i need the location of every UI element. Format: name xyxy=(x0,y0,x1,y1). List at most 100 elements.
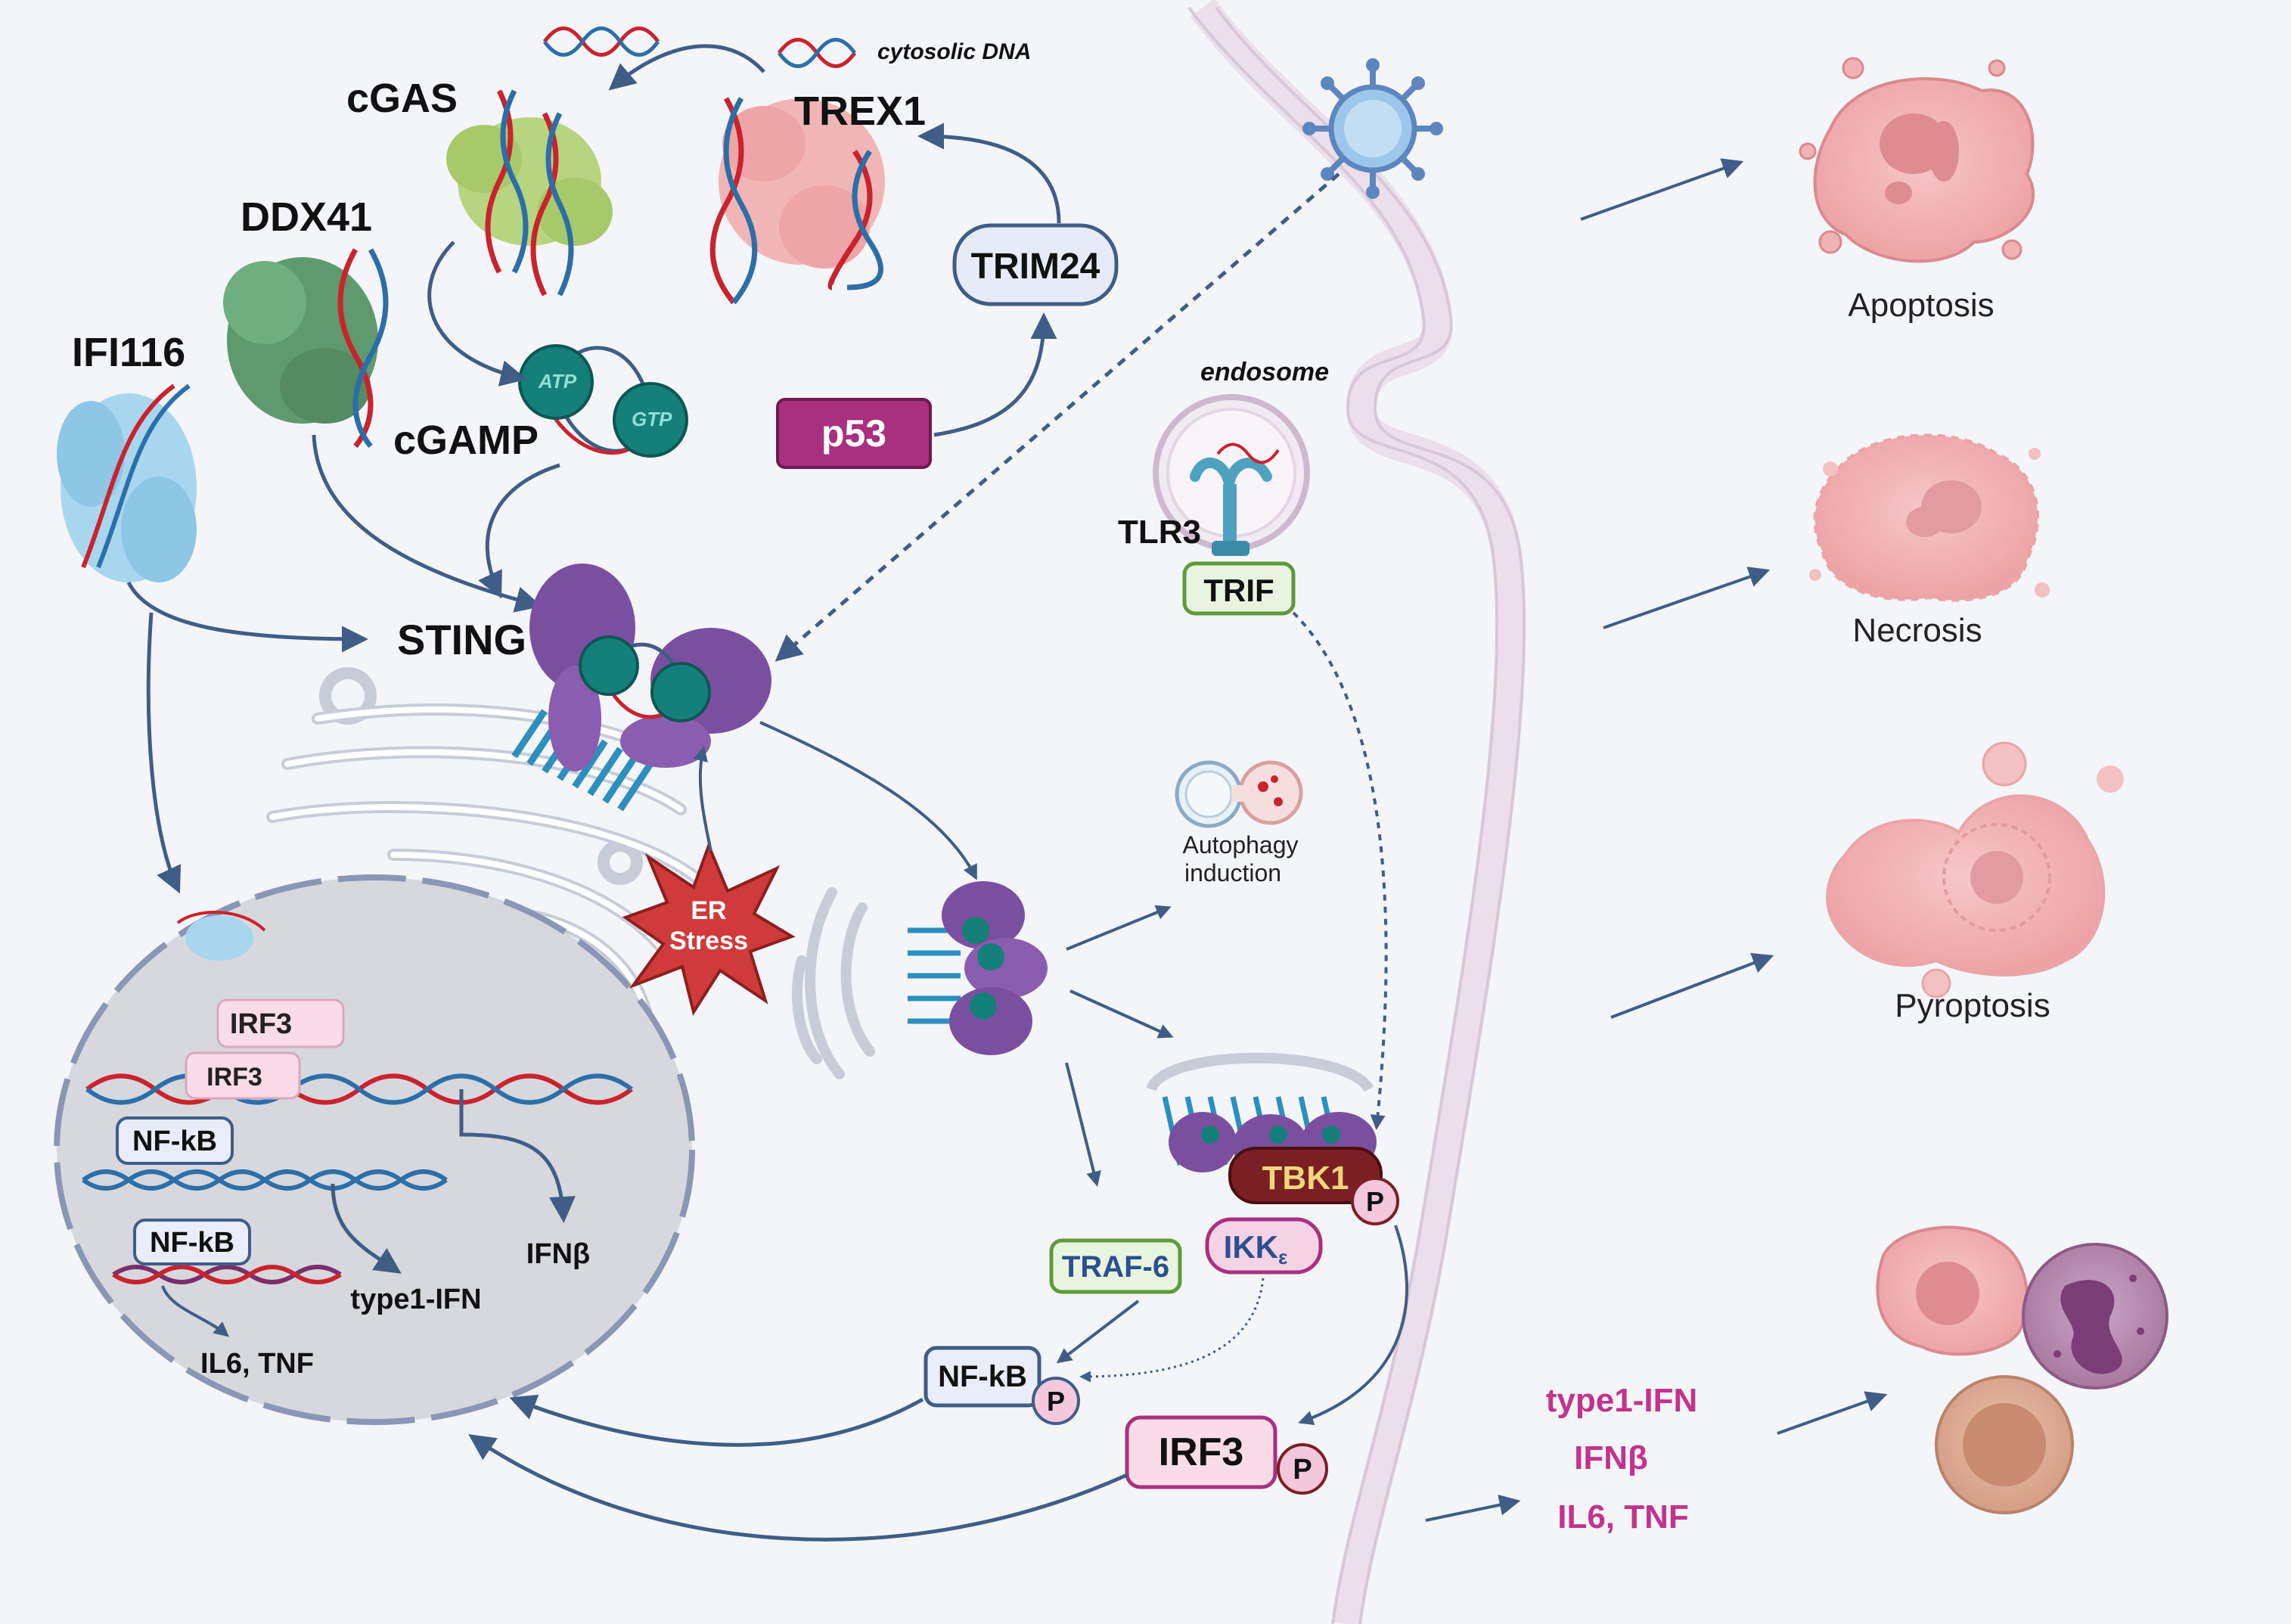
er-stress-label-line1: ER xyxy=(691,896,726,925)
dna-helix-icon xyxy=(542,26,660,57)
p53-to-trim24-arrow xyxy=(933,312,1057,437)
irf3-phospho-p-label: P xyxy=(1293,1454,1312,1486)
necrosis-label: Necrosis xyxy=(1852,612,1982,649)
cgamp-to-sting-arrow xyxy=(478,463,560,599)
ifi116-small-icon xyxy=(176,911,266,961)
tlr3-receptor xyxy=(1190,442,1280,556)
tlr3-label: TLR3 xyxy=(1118,514,1201,551)
ikk-to-nfkb-arrow xyxy=(1079,1278,1265,1383)
sting-label: STING xyxy=(397,616,526,663)
golgi-sting xyxy=(908,881,1048,1055)
arrow-to-immune-cells xyxy=(1777,1391,1888,1435)
irf3-tag-a-label: IRF3 xyxy=(230,1008,292,1040)
nfkb-tag-a-label: NF-kB xyxy=(132,1126,217,1157)
traf6-box xyxy=(1049,1238,1182,1294)
out-ifnb-label: IFNβ xyxy=(1574,1439,1648,1477)
immune-cell-icon xyxy=(2022,1243,2168,1390)
trex1-label: TREX1 xyxy=(794,88,926,134)
dna-to-cgas-arrow xyxy=(608,44,765,91)
type1-ifn-nucleus-label: type1-IFN xyxy=(350,1284,481,1315)
autophagy-label-line2: induction xyxy=(1184,859,1281,887)
immune-cell-icon xyxy=(1876,1225,2029,1356)
er-stress-to-sting-arrow xyxy=(693,746,712,852)
autophagy-label-line1: Autophagy xyxy=(1182,831,1298,859)
nfkb-tag-b-label: NF-kB xyxy=(150,1227,234,1259)
ikk-box xyxy=(1205,1217,1323,1275)
gene-to-ifnb-arrow xyxy=(459,1089,576,1223)
out-il6-tnf-label: IL6, TNF xyxy=(1557,1498,1689,1536)
nfkb-phospho-box xyxy=(924,1346,1042,1408)
atp-label: ATP xyxy=(538,370,577,393)
ddx41-label: DDX41 xyxy=(241,194,372,240)
gene-to-il6-tnf-arrow xyxy=(161,1285,230,1337)
cgas-to-cgamp-arrow xyxy=(427,241,527,387)
sting-to-golgi-arrow xyxy=(759,721,977,880)
ifi116-to-sting-arrow xyxy=(126,581,368,653)
ikk-subscript: ε xyxy=(1278,1246,1287,1268)
tbk1-phospho-label: P xyxy=(1366,1186,1384,1217)
endosome-label: endosome xyxy=(1200,358,1329,387)
dying-cell-icon xyxy=(1809,433,2050,602)
nfkb-tag-a xyxy=(116,1116,234,1165)
golgi-to-autophagy-arrow xyxy=(1066,905,1172,951)
gene-to-type1-ifn-arrow xyxy=(331,1183,402,1274)
nfkb-to-nucleus-arrow xyxy=(509,1394,924,1447)
tbk1-to-irf3-arrow xyxy=(1298,1225,1408,1426)
apoptosis-label: Apoptosis xyxy=(1848,287,1994,324)
cgas-label: cGAS xyxy=(346,76,458,121)
irf3-to-nucleus-arrow xyxy=(468,1434,1128,1542)
tbk1-phospho xyxy=(1351,1177,1399,1225)
arrow-to-cytokines xyxy=(1425,1494,1521,1522)
trif-box xyxy=(1182,561,1296,616)
ikk-label: IKKε xyxy=(1224,1229,1288,1268)
ifi116-protein xyxy=(57,383,197,582)
arrow-to-apoptosis xyxy=(1580,158,1744,221)
golgi-to-tbk1-arrow xyxy=(1069,989,1174,1039)
sting-dimer xyxy=(511,564,771,812)
irf3-tag-a xyxy=(216,998,345,1048)
golgi-to-traf6-arrow xyxy=(1065,1062,1101,1187)
out-type1-ifn-label: type1-IFN xyxy=(1546,1382,1697,1419)
immune-cell-icon xyxy=(1935,1375,2074,1514)
il6-tnf-nucleus-label: IL6, TNF xyxy=(200,1348,314,1380)
nfkb-phospho-p-label: P xyxy=(1047,1386,1065,1417)
dying-cell-icon xyxy=(1799,57,2035,263)
tbk1-box xyxy=(1228,1147,1383,1204)
er-stress-star xyxy=(622,841,796,1017)
virus-icon xyxy=(1302,58,1443,199)
nucleus xyxy=(54,874,695,1425)
autophagosome-icon xyxy=(1175,760,1303,828)
trim24-to-trex1-arrow xyxy=(917,123,1061,224)
nfkb-phospho-label: NF-kB xyxy=(938,1360,1027,1393)
arrow-to-necrosis xyxy=(1603,567,1771,629)
trex1-protein xyxy=(709,97,885,305)
ifi116-to-nucleus-arrow xyxy=(146,612,182,894)
dna-helix-icon xyxy=(777,38,857,68)
nuclear-dna xyxy=(82,1073,633,1284)
ddx41-protein xyxy=(223,248,389,449)
virus-to-sting-arrow xyxy=(775,172,1340,662)
irf3-tag-b-label: IRF3 xyxy=(206,1063,262,1091)
nfkb-phospho-p xyxy=(1032,1377,1080,1425)
ifnb-nucleus-label: IFNβ xyxy=(526,1238,590,1270)
nfkb-tag-b xyxy=(133,1219,251,1265)
cgamp-molecule xyxy=(518,344,688,458)
trim24-label: TRIM24 xyxy=(971,247,1100,287)
irf3-phospho-p xyxy=(1277,1443,1328,1495)
cgas-protein xyxy=(446,89,613,297)
ifi116-label: IFI116 xyxy=(72,330,185,375)
p53-box xyxy=(776,398,932,469)
p53-label: p53 xyxy=(821,412,886,455)
traf6-label: TRAF-6 xyxy=(1062,1250,1169,1284)
trif-label: TRIF xyxy=(1203,573,1274,608)
irf3-phospho-box xyxy=(1125,1415,1277,1489)
irf3-tag-b xyxy=(185,1051,301,1100)
arrow-to-pyroptosis xyxy=(1610,952,1774,1019)
irf3-phospho-label: IRF3 xyxy=(1159,1430,1244,1474)
traf6-to-nfkb-arrow xyxy=(1056,1300,1140,1364)
dying-cell-icon xyxy=(1826,741,2124,998)
er-stress-label-line2: Stress xyxy=(669,927,748,955)
gtp-label: GTP xyxy=(632,408,672,430)
cytosolic-dna-label: cytosolic DNA xyxy=(877,39,1031,64)
